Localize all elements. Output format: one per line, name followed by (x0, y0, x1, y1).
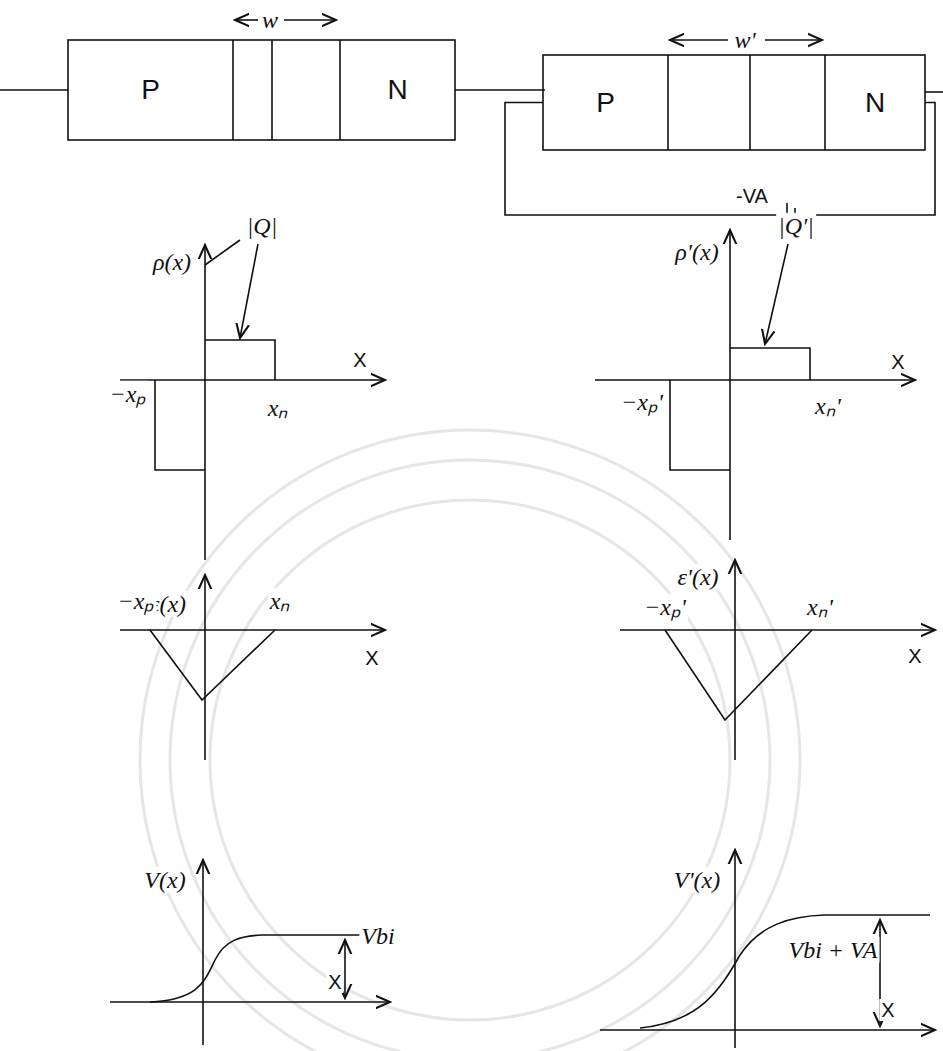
axis-label: w' (732, 27, 757, 53)
diode-body (543, 55, 925, 150)
semiconductor-region: N (340, 40, 455, 140)
semiconductor-region: P (543, 55, 668, 150)
axis-label: ρ(x) (151, 249, 193, 275)
lead-wire (455, 89, 545, 91)
axis-label: Vbi (359, 923, 396, 949)
axis-label: |Q| (245, 213, 280, 239)
semiconductor-region: P (68, 40, 233, 140)
semiconductor-region: N (825, 55, 925, 150)
axis-label: X (326, 971, 343, 993)
axis-label: ε'(x) (675, 564, 720, 590)
axis-label: X (906, 645, 923, 667)
region-label: P (596, 87, 615, 119)
axis-label: ρ'(x) (673, 239, 720, 265)
axis-label: w (260, 7, 280, 33)
axis-label: xₙ' (813, 393, 843, 419)
axis-label: xₙ (268, 588, 293, 614)
axis-label: V(x) (142, 867, 187, 893)
bias-wire (505, 103, 935, 216)
region-label: N (387, 74, 407, 106)
region-label: P (141, 74, 160, 106)
axis-label: |Q'| (776, 213, 816, 239)
axis-label: −xₚ (116, 588, 157, 614)
axis-label: X (889, 351, 906, 373)
axis-label: V'(x) (672, 867, 722, 893)
axis-label: −xₚ (108, 381, 149, 407)
axis-label: xₙ (266, 395, 291, 421)
axis-label: X (351, 349, 368, 371)
axis-label: −xₚ' (619, 389, 665, 415)
axis-label: xₙ' (805, 594, 835, 620)
axis-label: Vbi + VA (786, 937, 879, 963)
region-label: N (865, 87, 885, 119)
watermark-seal (140, 430, 800, 1051)
battery-label: -VA (734, 185, 770, 207)
axis-label: X (363, 647, 380, 669)
axis-label: −xₚ' (642, 594, 688, 620)
axis-label: X (879, 999, 896, 1021)
diode-body (68, 40, 455, 140)
